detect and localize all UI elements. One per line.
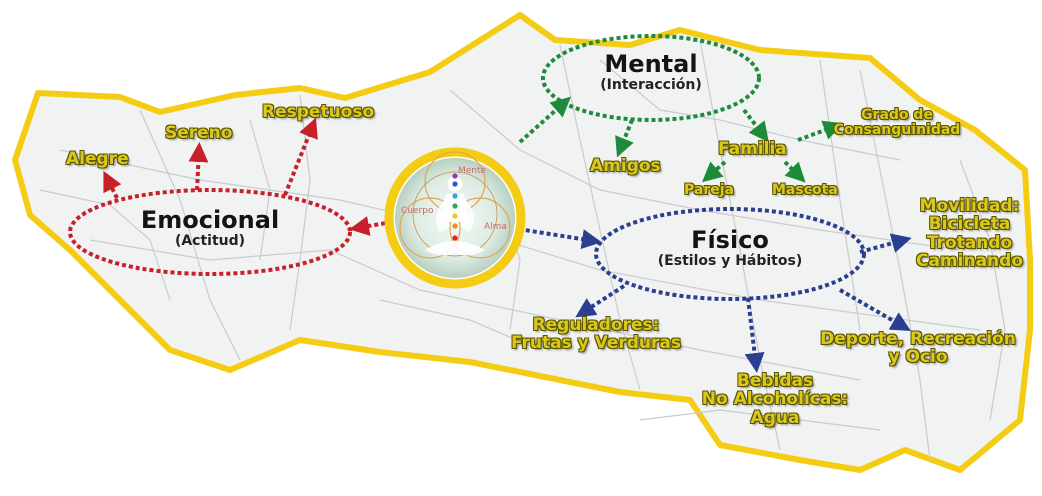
arrow-fisico-deporte [838,288,911,332]
grado-line-1: Grado de [861,107,933,123]
label-familia: Familia [718,139,787,159]
label-movilidad: Movilidad: Bicicleta Trotando Caminando [902,196,1037,272]
emocional-node: Emocional (Actitud) [125,206,295,249]
center-meditation-icon [384,147,526,289]
reguladores-line-2: Frutas y Verduras [510,333,682,354]
arrow-familia-mascota [783,160,806,183]
label-mascota: Mascota [772,182,838,198]
arrow-center-emocional [349,216,393,236]
arrow-familia-pareja [702,160,727,183]
label-alegre: Alegre [66,149,129,169]
mental-title: Mental [604,50,698,78]
arrow-emocional-alegre [103,170,122,199]
deporte-line-2: y Ocio [888,347,948,368]
mental-ellipse [541,34,761,122]
emocional-title: Emocional [140,206,280,234]
movilidad-line-1: Movilidad: [919,196,1020,216]
emocional-subtitle: (Actitud) [174,232,246,249]
bebidas-line-3: Agua [750,407,800,428]
bebidas-line-1: Bebidas [736,371,814,391]
label-bebidas: Bebidas No Alcoholícas: Agua [700,372,850,427]
label-sereno: Sereno [165,123,233,143]
mental-subtitle: (Interacción) [600,76,702,93]
reguladores-line-1: Reguladores: [532,315,660,335]
movilidad-line-2: Bicicleta [928,214,1011,235]
fisico-ellipse [594,207,866,301]
fisico-node: Físico (Estilos y Hábitos) [645,226,815,269]
arrow-center-mental [518,96,571,144]
mental-node: Mental (Interacción) [581,50,721,93]
center-tag-alma: Alma [484,222,507,232]
deporte-line-1: Deporte, Recreación [820,329,1016,349]
label-pareja: Pareja [684,182,734,198]
arrow-fisico-movilidad [859,233,912,254]
fisico-title: Físico [691,226,769,254]
arrow-fisico-bebidas [744,297,765,373]
arrow-fisico-reguladores [575,284,626,318]
label-respetuoso: Respetuoso [262,102,375,122]
grado-line-2: Consanguinidad [833,122,961,139]
movilidad-line-4: Caminando [915,251,1023,272]
label-amigos: Amigos [590,156,661,176]
center-tag-mente: Mente [458,166,487,176]
fisico-subtitle: (Estilos y Hábitos) [657,252,803,269]
bebidas-line-2: No Alcoholícas: [701,389,849,410]
arrow-mental-familia [742,108,769,143]
city-boundary [12,12,1033,473]
street-lines [39,39,1006,461]
movilidad-line-3: Trotando [926,232,1013,253]
label-deporte: Deporte, Recreación y Ocio [805,330,1031,367]
center-tag-cuerpo: Cuerpo [401,206,434,216]
label-grado-consanguinidad: Grado de Consanguinidad [822,107,972,139]
label-reguladores: Reguladores: Frutas y Verduras [496,316,696,353]
arrow-emocional-respetuoso [283,117,318,196]
arrow-mental-amigos [615,119,634,158]
